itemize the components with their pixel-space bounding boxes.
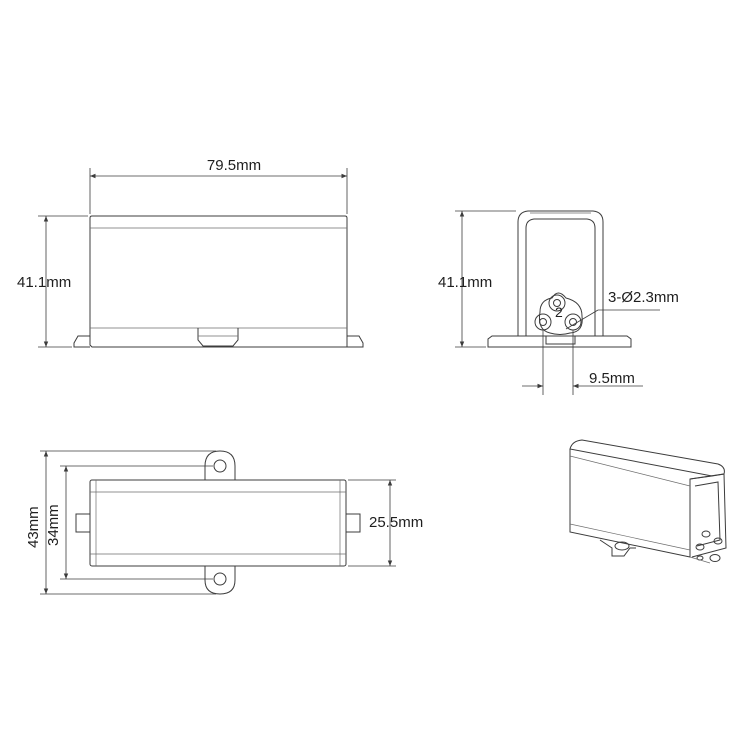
top-view: 43mm 34mm 25.5mm: [25, 450, 423, 595]
top-width-label: 25.5mm: [369, 514, 423, 531]
top-overall-label: 43mm: [25, 506, 42, 548]
front-view: 79.5mm 41.1mm: [17, 157, 364, 348]
side-view: 2 3-Ø2.3mm 41.1mm 9.5mm: [438, 210, 679, 395]
isometric-view: [569, 439, 727, 564]
hole-spacing-label: 9.5mm: [589, 370, 635, 387]
front-width-label: 79.5mm: [207, 157, 261, 174]
top-body-label: 34mm: [45, 504, 62, 546]
svg-text:2: 2: [555, 304, 563, 320]
hole-spec-label: 3-Ø2.3mm: [608, 289, 679, 306]
side-height-label: 41.1mm: [438, 274, 492, 291]
front-height-label: 41.1mm: [17, 274, 71, 291]
